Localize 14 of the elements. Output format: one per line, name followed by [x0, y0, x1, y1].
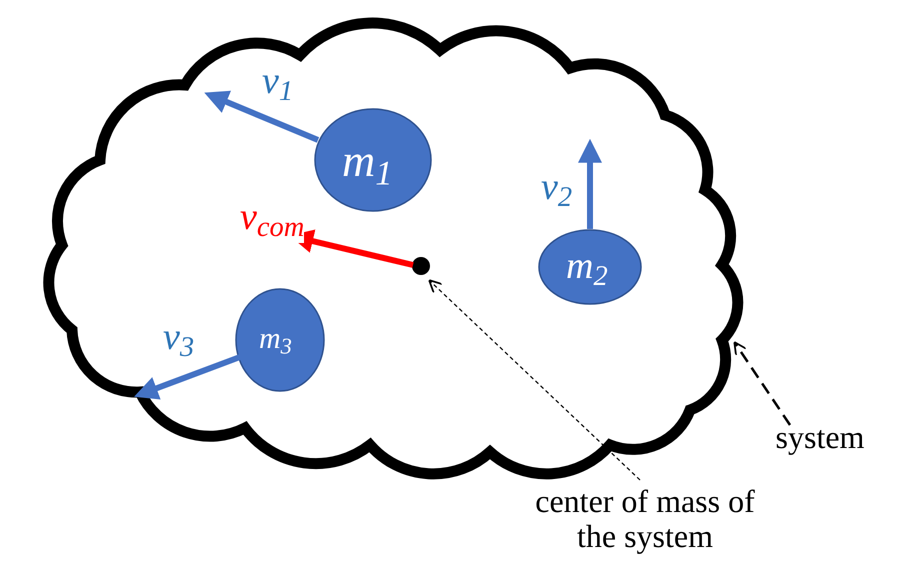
mass-label: m$_{1}$ [342, 138, 392, 192]
caption-text: center of mass of the system [534, 484, 756, 554]
mass-ellipse [538, 229, 642, 305]
velocity-arrow [134, 354, 242, 400]
center-of-mass-dot [412, 257, 430, 275]
leader-line [733, 341, 792, 426]
caption-text: system [774, 420, 866, 456]
leader-line [428, 279, 640, 480]
mass-label: m$_{2}$ [566, 247, 608, 292]
mass-ellipse [235, 288, 325, 392]
velocity-arrow [578, 138, 602, 229]
mass-ellipse [314, 108, 432, 212]
velocity-arrow [204, 90, 320, 143]
mass-label: m$_{3}$ [259, 324, 292, 358]
